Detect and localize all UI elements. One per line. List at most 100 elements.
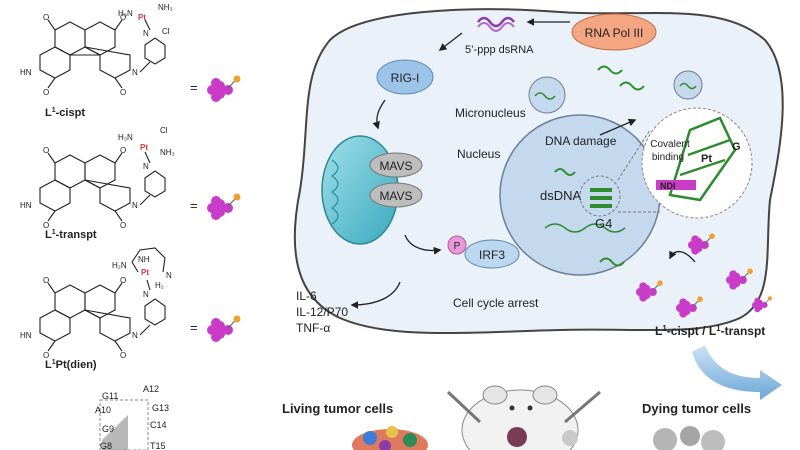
drug-molecule-icon xyxy=(726,268,753,290)
platinum-atom: Pt xyxy=(140,143,148,152)
atom-o: O xyxy=(120,351,126,360)
g4-in-nucleus xyxy=(544,188,626,233)
drug-molecule-icon xyxy=(752,296,773,313)
atom-hn: HN xyxy=(20,68,32,77)
dsrna-strand xyxy=(477,16,515,28)
ligand-nh3: H₃N xyxy=(118,9,133,18)
compound-3-structure: O O O O HN N N Pt H₂N NH H₂ N xyxy=(20,247,172,360)
atom-o: O xyxy=(120,13,126,22)
ndi-label: NDI xyxy=(660,181,676,191)
platinum-atom: Pt xyxy=(141,268,149,277)
ligand-nh3: NH₃ xyxy=(158,3,173,12)
dying-cells-label: Dying tumor cells xyxy=(642,401,751,416)
g4-quadruplex-sketch: G11 A12 A10 G13 G9 C14 G8 T15 xyxy=(95,384,169,450)
mouse-illustration xyxy=(446,385,601,450)
g4-base: C14 xyxy=(150,420,167,430)
compound-2-label: L1-transpt xyxy=(45,229,97,241)
g4-label: G4 xyxy=(595,216,612,231)
living-tumor-cells xyxy=(352,426,428,450)
irf3 xyxy=(464,239,520,269)
drug-molecule-icon xyxy=(207,315,241,342)
drug-molecule-icon xyxy=(207,75,241,102)
dying-tumor-cells xyxy=(562,426,725,450)
living-cells-label: Living tumor cells xyxy=(282,401,393,416)
rig-i xyxy=(376,59,434,95)
atom-o: O xyxy=(43,221,49,230)
atom-o: O xyxy=(43,276,49,285)
ligand-nh: NH xyxy=(138,255,150,264)
compound-1-structure: O O O O HN N N Pt H₃N NH₃ Cl xyxy=(20,3,173,97)
g4-base: G11 xyxy=(102,391,118,401)
atom-o: O xyxy=(43,13,49,22)
g4-base: T15 xyxy=(150,441,166,450)
dsrna-label: 5’-ppp dsRNA xyxy=(465,44,534,56)
ndi-block xyxy=(656,180,696,190)
dsdna-label: dsDNA xyxy=(540,188,582,203)
atom-o: O xyxy=(120,146,126,155)
equals-sign: = xyxy=(190,320,198,335)
drug-molecule-icon xyxy=(688,233,715,255)
rna-pol-iii xyxy=(571,13,657,51)
dna-damage-label: DNA damage xyxy=(545,134,617,148)
micronucleus xyxy=(528,76,566,114)
g4-base: A10 xyxy=(95,405,111,415)
atom-o: O xyxy=(43,146,49,155)
atom-n: N xyxy=(143,290,149,299)
equals-sign: = xyxy=(190,198,198,213)
g4-base: G13 xyxy=(152,403,169,413)
g4-base: G8 xyxy=(100,441,112,450)
g-label: G xyxy=(732,141,741,153)
pt-label: Pt xyxy=(701,153,712,165)
mavs-1 xyxy=(369,152,423,178)
atom-o: O xyxy=(120,276,126,285)
rig-i-label: RIG-I xyxy=(391,71,420,85)
drug-molecule-icon xyxy=(207,193,241,220)
micronucleus-label: Micronucleus xyxy=(455,106,526,120)
ligand-h2: H₂ xyxy=(155,281,164,290)
phosphate-label: P xyxy=(454,241,461,252)
nucleus-label: Nucleus xyxy=(457,147,500,161)
cytokine-item: IL-6 xyxy=(296,289,317,303)
atom-o: O xyxy=(43,351,49,360)
platinum-atom: Pt xyxy=(138,13,146,22)
atom-hn: HN xyxy=(20,331,32,340)
compound-1-label: L1-cispt xyxy=(45,107,85,119)
g4-focus-circle xyxy=(579,175,621,217)
cytokine-item: TNF-α xyxy=(296,321,330,335)
atom-n: N xyxy=(132,331,138,340)
rna-pol-iii-label: RNA Pol III xyxy=(585,26,644,40)
mavs-1-label: MAVS xyxy=(379,159,412,173)
ligand-h2n: H₂N xyxy=(112,261,127,270)
atom-n: N xyxy=(132,201,138,210)
treatment-arrow xyxy=(692,345,782,400)
ligand-n: N xyxy=(166,271,172,280)
atom-hn: HN xyxy=(20,201,32,210)
cytokine-item: IL-12/P70 xyxy=(296,305,348,319)
atom-n: N xyxy=(143,29,149,38)
equals-sign: = xyxy=(190,80,198,95)
binding-inset xyxy=(641,107,753,219)
ligand-cl: Cl xyxy=(160,126,168,135)
g4-zoom-structure: NDI xyxy=(656,116,737,202)
mavs-2-label: MAVS xyxy=(379,189,412,203)
cytoplasm-dna xyxy=(597,65,623,75)
ndi-core-3: O O O O HN N xyxy=(20,276,138,360)
ndi-core-1: O O O O HN N xyxy=(20,13,138,97)
atom-o: O xyxy=(43,88,49,97)
irf3-label: IRF3 xyxy=(479,248,505,262)
cell-cycle-arrest-label: Cell cycle arrest xyxy=(453,296,539,310)
drug-label: L1-cispt / L1-transpt xyxy=(655,324,765,338)
g4-base: A12 xyxy=(143,384,159,394)
drug-molecule-icon xyxy=(676,296,703,318)
atom-o: O xyxy=(120,221,126,230)
atom-n: N xyxy=(143,162,149,171)
ligand-nh3: NH₃ xyxy=(160,148,175,157)
drug-molecule-icon xyxy=(636,280,663,302)
atom-n: N xyxy=(132,68,138,77)
ligand-cl: Cl xyxy=(162,27,170,36)
atom-o: O xyxy=(120,88,126,97)
mavs-2 xyxy=(369,182,423,208)
